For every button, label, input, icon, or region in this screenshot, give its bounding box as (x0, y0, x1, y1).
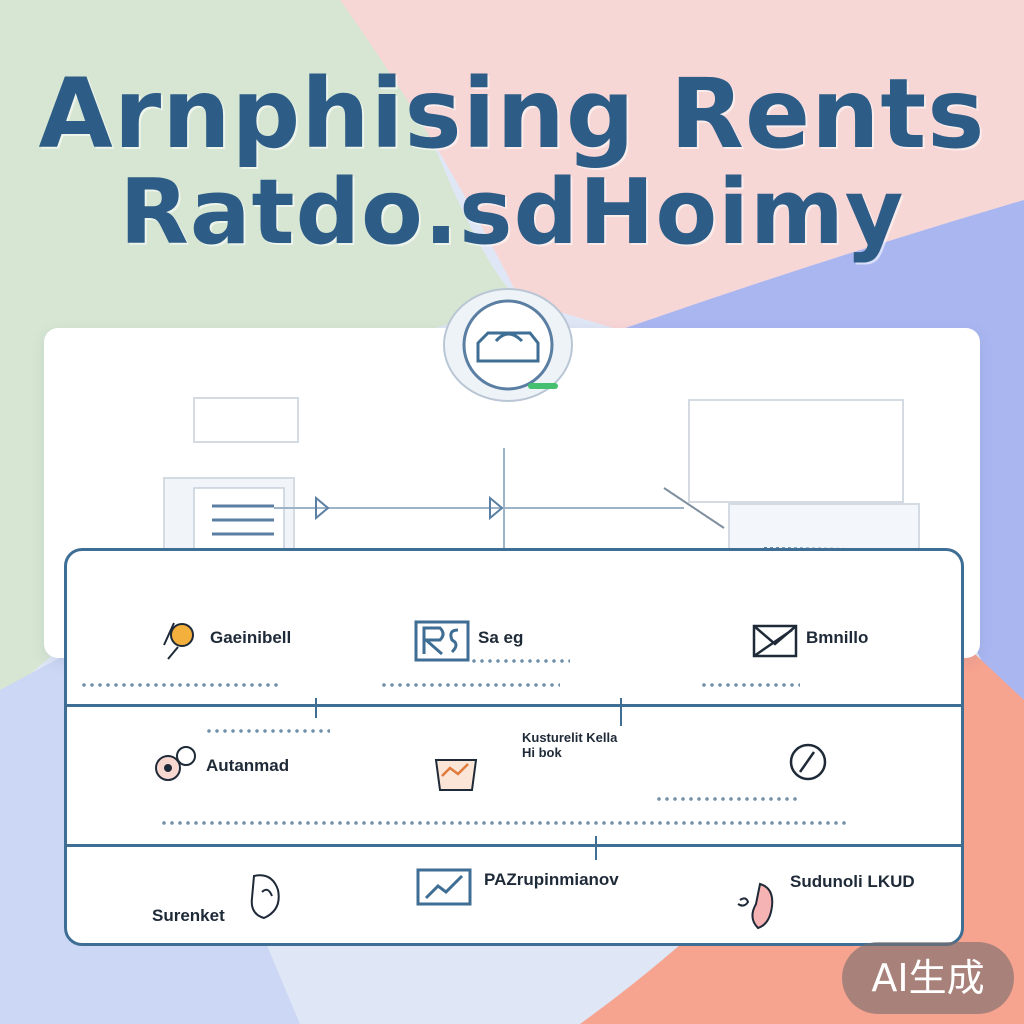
dotted-line-3 (700, 682, 800, 688)
row2-cell2-label: Kusturelit Kella Hi bok (522, 730, 618, 760)
hand-icon (250, 874, 280, 920)
lightbulb-icon (163, 622, 194, 660)
connector-2 (620, 698, 622, 726)
title-line-2: Ratdo.sdHoimy (119, 160, 905, 265)
row-divider-1 (64, 704, 964, 707)
row2-cell1-label: Autanmad (206, 756, 290, 775)
person-icon (737, 882, 774, 930)
rs-logo-icon (414, 620, 470, 662)
row3-cell1-label: Surenket (152, 906, 225, 925)
row-divider-2 (64, 844, 964, 847)
basket-icon (434, 759, 478, 791)
row1-cell1-label: Gaeinibell (210, 628, 292, 647)
gauge-icon (789, 743, 827, 781)
row1-cell2-label: Sa eg (478, 628, 524, 647)
envelope-icon (752, 624, 798, 658)
gears-icon (155, 746, 196, 781)
row3-cell3-label: Sudunoli LKUD (790, 872, 915, 891)
dotted-line-4 (205, 728, 330, 734)
row1-cell3-label: Bmnillo (806, 628, 869, 647)
dotted-line-7 (470, 658, 570, 664)
connector-1 (315, 698, 317, 718)
hub-icon (443, 288, 573, 402)
dotted-line-1 (80, 682, 280, 688)
dotted-line-2 (380, 682, 560, 688)
dotted-line-5 (655, 796, 800, 802)
connector-3 (595, 836, 597, 860)
ai-generated-badge: AI生成 (842, 942, 1014, 1014)
dotted-line-6 (160, 820, 850, 826)
title-line-1: Arnphising Rents (38, 58, 986, 170)
chart-icon (416, 868, 472, 906)
row3-cell2-label: PAZrupinmianov (484, 870, 619, 889)
